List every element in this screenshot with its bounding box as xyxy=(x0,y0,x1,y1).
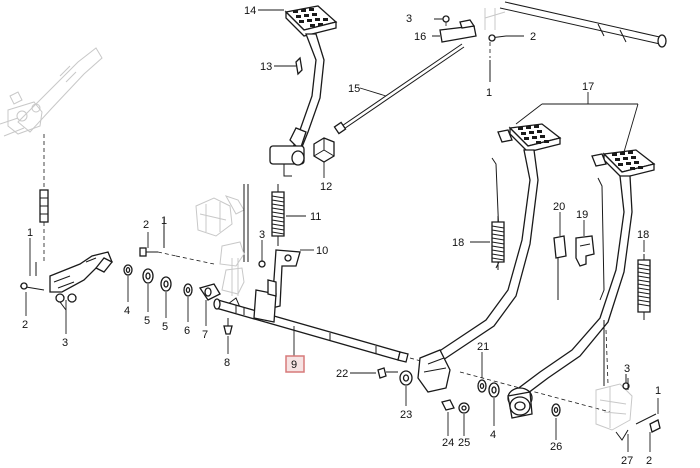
callout-13: 13 xyxy=(260,61,272,73)
callout-23: 23 xyxy=(400,409,412,421)
spring-18-right xyxy=(637,240,651,320)
washer-5b xyxy=(160,276,172,318)
callout-10: 10 xyxy=(316,245,328,257)
top-brake-pedal xyxy=(269,5,338,177)
callout-4-left: 4 xyxy=(124,305,130,317)
washer-5a xyxy=(142,268,154,312)
leader-17 xyxy=(515,92,639,153)
washer-21 xyxy=(477,352,487,393)
callout-12: 12 xyxy=(320,181,332,193)
grease-fitting-8 xyxy=(223,318,233,354)
highlight-box-part-9 xyxy=(285,355,305,373)
callout-17: 17 xyxy=(582,81,594,93)
bolt-22 xyxy=(350,367,398,379)
cable-15 xyxy=(333,43,465,135)
switch-assembly-right xyxy=(595,320,633,452)
callout-9: 9 xyxy=(291,359,297,371)
callout-8: 8 xyxy=(224,357,230,369)
callout-16: 16 xyxy=(414,31,426,43)
frame-tube-top xyxy=(484,1,667,48)
vertical-rod-left xyxy=(35,134,49,276)
callout-4-right: 4 xyxy=(490,429,496,441)
callout-6: 6 xyxy=(184,325,190,337)
pedal-17-right xyxy=(507,149,656,419)
block-12 xyxy=(313,137,335,178)
washer-6 xyxy=(183,283,193,322)
callout-20: 20 xyxy=(553,201,565,213)
callout-11: 11 xyxy=(310,211,321,223)
spring-pin-13 xyxy=(274,56,303,76)
bracket-16 xyxy=(432,15,524,82)
callout-18-left: 18 xyxy=(452,237,464,249)
bushing-23 xyxy=(399,370,413,406)
washer-4-left xyxy=(123,264,133,302)
callout-18-right: 18 xyxy=(637,229,649,241)
bracket-20 xyxy=(553,212,567,300)
callout-7: 7 xyxy=(202,329,208,341)
bushing-7 xyxy=(198,283,221,326)
callout-1-top: 1 xyxy=(486,87,492,99)
handbrake-lever-faint xyxy=(0,47,103,137)
bolt-2-mid xyxy=(139,232,215,265)
callout-25: 25 xyxy=(458,437,470,449)
shaft-9 xyxy=(213,279,611,413)
spring-18-left xyxy=(470,216,505,270)
callout-26: 26 xyxy=(550,441,562,453)
callout-2-mid: 2 xyxy=(143,219,149,231)
callout-3-right: 3 xyxy=(624,363,630,375)
callout-24: 24 xyxy=(442,437,454,449)
switch-assembly xyxy=(195,184,249,313)
callout-15: 15 xyxy=(348,83,360,95)
lever-assembly-3 xyxy=(19,251,114,334)
callout-5a: 5 xyxy=(144,315,150,327)
nut-24 xyxy=(441,399,455,436)
callout-14: 14 xyxy=(244,5,256,17)
washer-26 xyxy=(551,403,561,440)
spring-11 xyxy=(271,184,306,246)
nut-25 xyxy=(458,402,470,436)
callout-27: 27 xyxy=(621,455,633,467)
callout-2-top: 2 xyxy=(530,31,536,43)
callout-1-mid: 1 xyxy=(161,215,167,227)
bolt-right xyxy=(635,398,661,452)
callout-21: 21 xyxy=(477,341,489,353)
pedal-17-left xyxy=(417,123,562,393)
callout-3-mid: 3 xyxy=(259,229,265,241)
callout-3-top: 3 xyxy=(406,13,412,25)
callout-1-right: 1 xyxy=(655,385,661,397)
callout-22: 22 xyxy=(336,368,348,380)
callout-19: 19 xyxy=(576,209,588,221)
callout-2-right: 2 xyxy=(646,455,652,467)
callout-5b: 5 xyxy=(162,321,168,333)
pedal-17-right-arm-line xyxy=(597,177,605,301)
callout-1-left: 1 xyxy=(27,227,33,239)
washer-4-right xyxy=(488,382,500,426)
callout-2-left: 2 xyxy=(22,319,28,331)
callout-3-left: 3 xyxy=(62,337,68,349)
bracket-19 xyxy=(575,220,595,267)
